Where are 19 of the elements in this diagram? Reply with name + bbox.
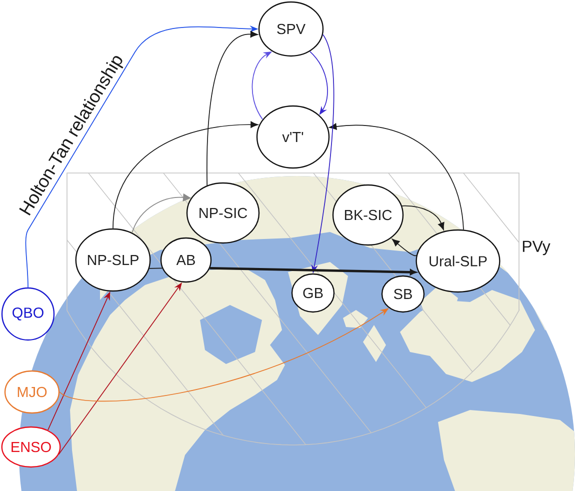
ellipse-node: NP-SLP (75, 228, 151, 292)
ellipse-node: GB (291, 273, 335, 313)
arrow (402, 205, 444, 230)
ellipse-node: AB (160, 237, 212, 283)
ellipse-node: QBO (1, 287, 55, 341)
arrow (392, 238, 417, 256)
ellipse-node: MJO (4, 370, 60, 414)
ellipse-node: v'T' (256, 105, 330, 169)
ellipse-node: ENSO (1, 426, 61, 468)
arrow (210, 267, 416, 276)
arrow (206, 30, 258, 186)
arrow (329, 123, 464, 230)
text-label: PVy (522, 240, 550, 256)
connector-line (148, 268, 163, 269)
ellipse-node: BK-SIC (332, 184, 404, 246)
ellipse-node: NP-SIC (186, 182, 260, 244)
ellipse-node: Ural-SLP (416, 229, 500, 293)
ellipse-node: SPV (258, 1, 324, 57)
arrow (112, 121, 258, 229)
